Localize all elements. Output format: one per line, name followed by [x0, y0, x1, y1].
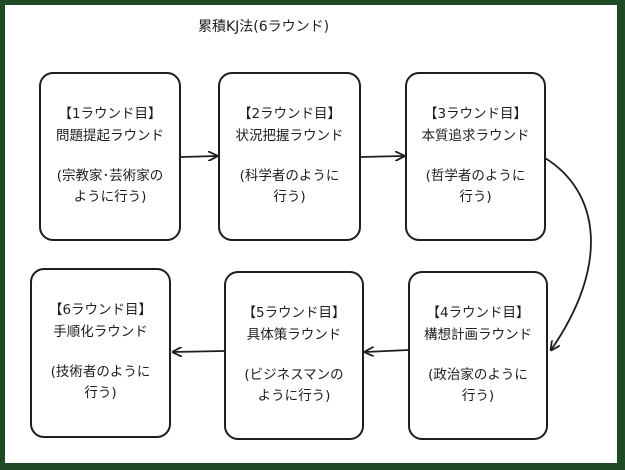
round-5-note-line2: ように行う) [257, 388, 331, 404]
round-3-note: (哲学者のように 行う) [407, 166, 544, 208]
arrow-1-to-2 [180, 156, 217, 157]
round-3-label: 【3ラウンド目】 [423, 106, 528, 122]
round-2-note-line2: 行う) [273, 189, 306, 205]
round-1-note-line1: (宗教家･芸術家の [56, 168, 164, 184]
round-6-note-line1: (技術者のように [50, 364, 151, 380]
round-4-note: (政治家のように 行う) [410, 365, 546, 407]
round-2-note: (科学者のように 行う) [220, 166, 359, 208]
round-2-name: 状況把握ラウンド [235, 128, 344, 144]
round-3-note-line2: 行う) [459, 189, 492, 205]
arrow-5-to-6 [173, 351, 225, 352]
round-6-name: 手順化ラウンド [53, 324, 148, 340]
round-5-note-line1: (ビジネスマンの [244, 367, 344, 383]
round-2-box: 【2ラウンド目】 状況把握ラウンド (科学者のように 行う) [218, 72, 361, 241]
diagram-title: 累積KJ法(6ラウンド) [198, 19, 330, 35]
round-5-box: 【5ラウンド目】 具体策ラウンド (ビジネスマンの ように行う) [224, 271, 364, 440]
arrow-4-to-5 [365, 350, 410, 352]
round-1-name: 問題提起ラウンド [56, 128, 164, 144]
round-1-note-line2: ように行う) [73, 189, 147, 205]
round-5-label: 【5ラウンド目】 [242, 305, 346, 321]
round-3-name: 本質追求ラウンド [421, 128, 530, 144]
arrow-3-to-4 [544, 157, 592, 350]
arrow-2-to-3 [360, 156, 404, 157]
round-3-box: 【3ラウンド目】 本質追求ラウンド (哲学者のように 行う) [405, 72, 546, 241]
round-4-box: 【4ラウンド目】 構想計画ラウンド (政治家のように 行う) [408, 271, 548, 440]
round-2-note-line1: (科学者のように [239, 168, 340, 184]
round-6-box: 【6ラウンド目】 手順化ラウンド (技術者のように 行う) [30, 268, 171, 438]
round-1-label: 【1ラウンド目】 [58, 106, 162, 122]
round-4-note-line2: 行う) [461, 388, 495, 404]
round-2-label: 【2ラウンド目】 [237, 106, 342, 122]
round-6-note-line2: 行う) [84, 385, 117, 401]
round-5-note: (ビジネスマンの ように行う) [226, 365, 362, 407]
round-4-note-line1: (政治家のように [428, 367, 528, 383]
round-6-label: 【6ラウンド目】 [48, 302, 153, 318]
round-3-note-line1: (哲学者のように [425, 168, 526, 184]
round-6-note: (技術者のように 行う) [32, 362, 169, 404]
round-1-box: 【1ラウンド目】 問題提起ラウンド (宗教家･芸術家の ように行う) [39, 72, 181, 241]
round-5-name: 具体策ラウンド [246, 327, 342, 343]
round-4-label: 【4ラウンド目】 [426, 305, 530, 321]
round-1-note: (宗教家･芸術家の ように行う) [41, 166, 179, 208]
round-4-name: 構想計画ラウンド [424, 327, 532, 343]
